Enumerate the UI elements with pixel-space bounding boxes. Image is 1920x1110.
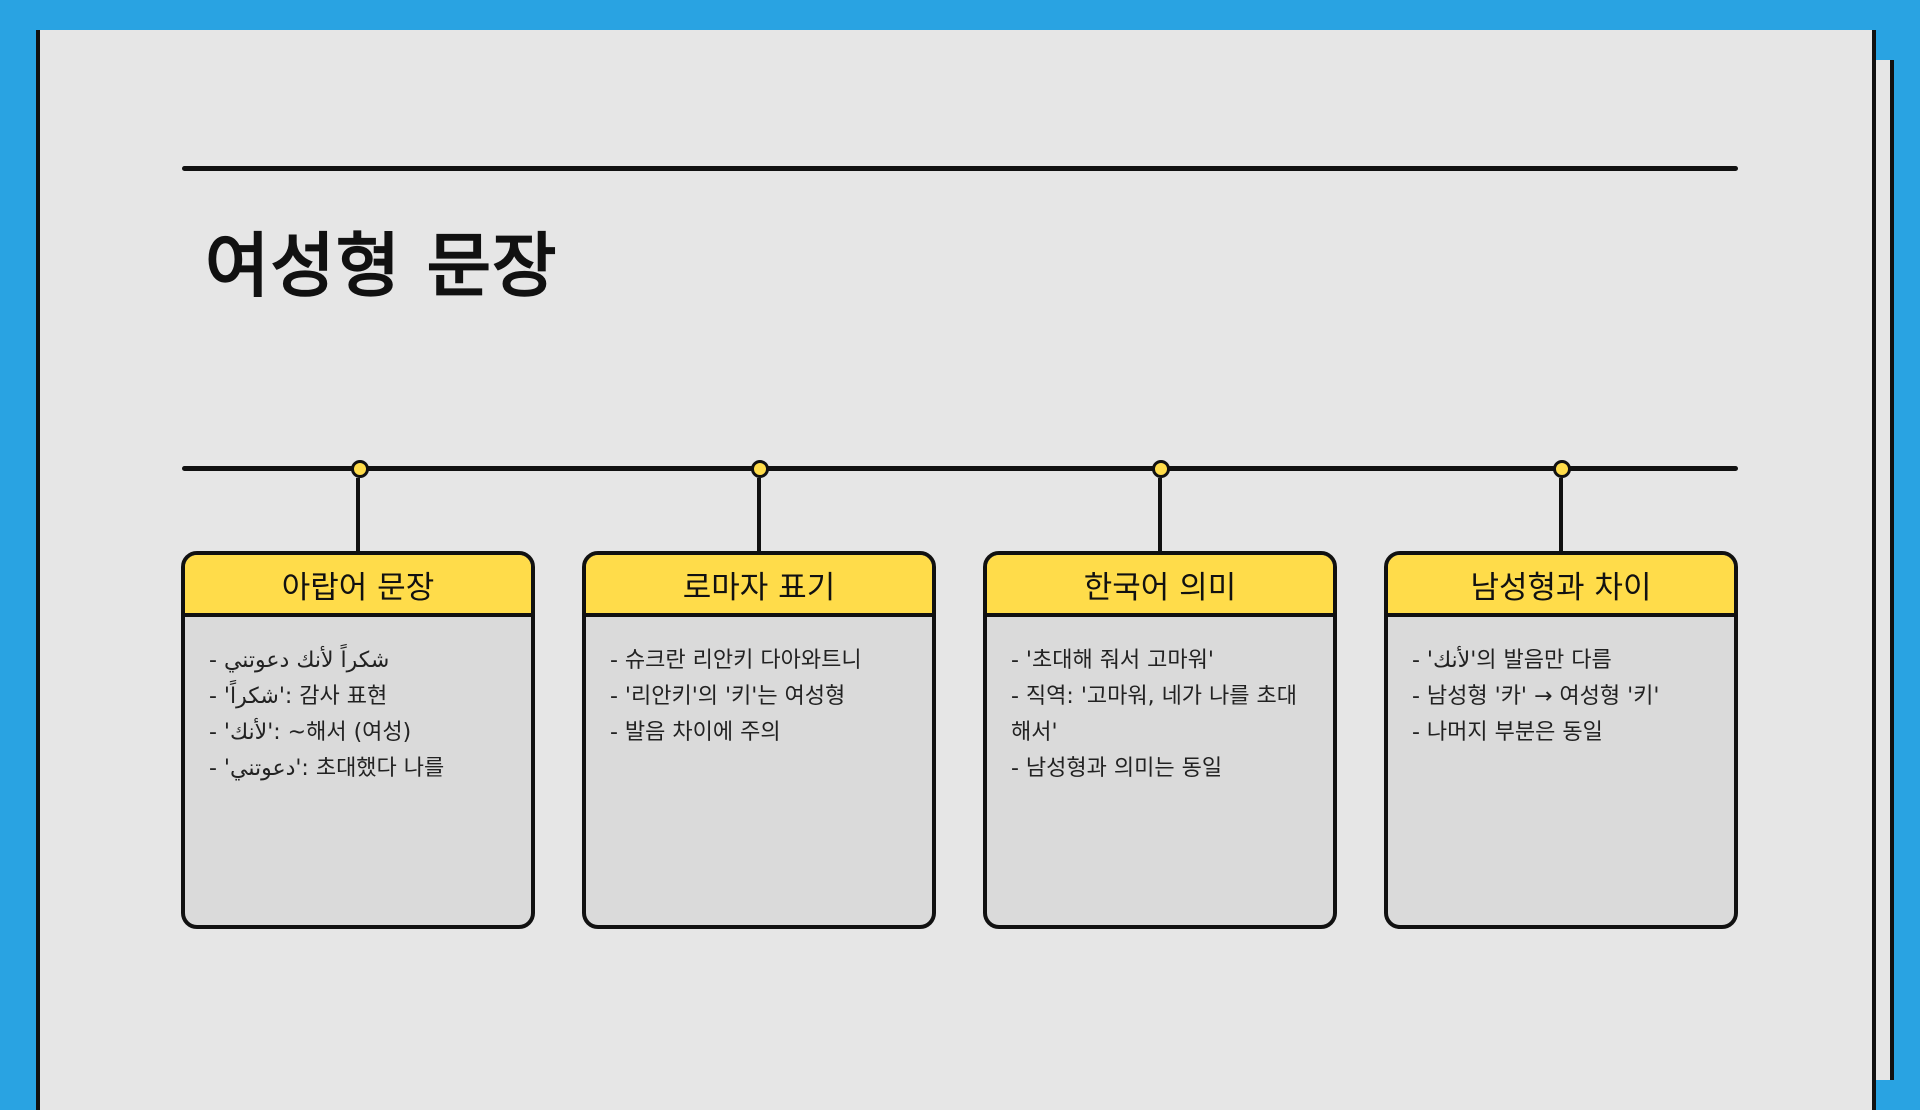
- slide-title: 여성형 문장: [205, 224, 558, 307]
- timeline-stem-2: [757, 478, 761, 552]
- card-line: - 나머지 부분은 동일: [1412, 720, 1603, 745]
- card-line: - 남성형과 의미는 동일: [1011, 756, 1223, 781]
- card-body: - 슈크란 리안키 다아와트니 - '리안키'의 '키'는 여성형 - 발음 차…: [586, 617, 932, 751]
- card-header: 아랍어 문장: [185, 555, 531, 617]
- card-line: - 'لأنك': ~해서 (여성): [209, 720, 412, 745]
- card-masculine-difference: 남성형과 차이 - 'لأنك'의 발음만 다름 - 남성형 '카' → 여성형…: [1384, 551, 1738, 929]
- card-body: - 'لأنك'의 발음만 다름 - 남성형 '카' → 여성형 '키' - 나…: [1388, 617, 1734, 751]
- card-line: - '초대해 줘서 고마워': [1011, 648, 1214, 673]
- card-line: - 슈크란 리안키 다아와트니: [610, 648, 862, 673]
- timeline-stem-1: [356, 478, 360, 552]
- timeline-dot-1: [351, 460, 369, 478]
- card-line: - '리안키'의 '키'는 여성형: [610, 684, 846, 709]
- card-line: - 'دعوتني': 초대했다 나를: [209, 756, 445, 781]
- paper-back-sheet: [1876, 60, 1894, 1080]
- card-header: 남성형과 차이: [1388, 555, 1734, 617]
- card-header: 한국어 의미: [987, 555, 1333, 617]
- card-line: - 'لأنك'의 발음만 다름: [1412, 648, 1612, 673]
- timeline-stem-3: [1158, 478, 1162, 552]
- card-body: - '초대해 줘서 고마워' - 직역: '고마워, 네가 나를 초대해서' -…: [987, 617, 1333, 787]
- card-line: - شكراً لأنك دعوتني: [209, 648, 390, 673]
- card-line: - 직역: '고마워, 네가 나를 초대해서': [1011, 684, 1297, 745]
- card-line: - 'شكراً': 감사 표현: [209, 684, 388, 709]
- card-korean-meaning: 한국어 의미 - '초대해 줘서 고마워' - 직역: '고마워, 네가 나를 …: [983, 551, 1337, 929]
- card-romanization: 로마자 표기 - 슈크란 리안키 다아와트니 - '리안키'의 '키'는 여성형…: [582, 551, 936, 929]
- timeline-dot-2: [751, 460, 769, 478]
- timeline-line: [182, 466, 1738, 471]
- title-rule: [182, 166, 1738, 171]
- timeline-stem-4: [1559, 478, 1563, 552]
- timeline-dot-4: [1553, 460, 1571, 478]
- timeline-dot-3: [1152, 460, 1170, 478]
- card-arabic-sentence: 아랍어 문장 - شكراً لأنك دعوتني - 'شكراً': 감사…: [181, 551, 535, 929]
- card-body: - شكراً لأنك دعوتني - 'شكراً': 감사 표현 - '…: [185, 617, 531, 787]
- card-header: 로마자 표기: [586, 555, 932, 617]
- card-line: - 발음 차이에 주의: [610, 720, 781, 745]
- card-line: - 남성형 '카' → 여성형 '키': [1412, 684, 1660, 709]
